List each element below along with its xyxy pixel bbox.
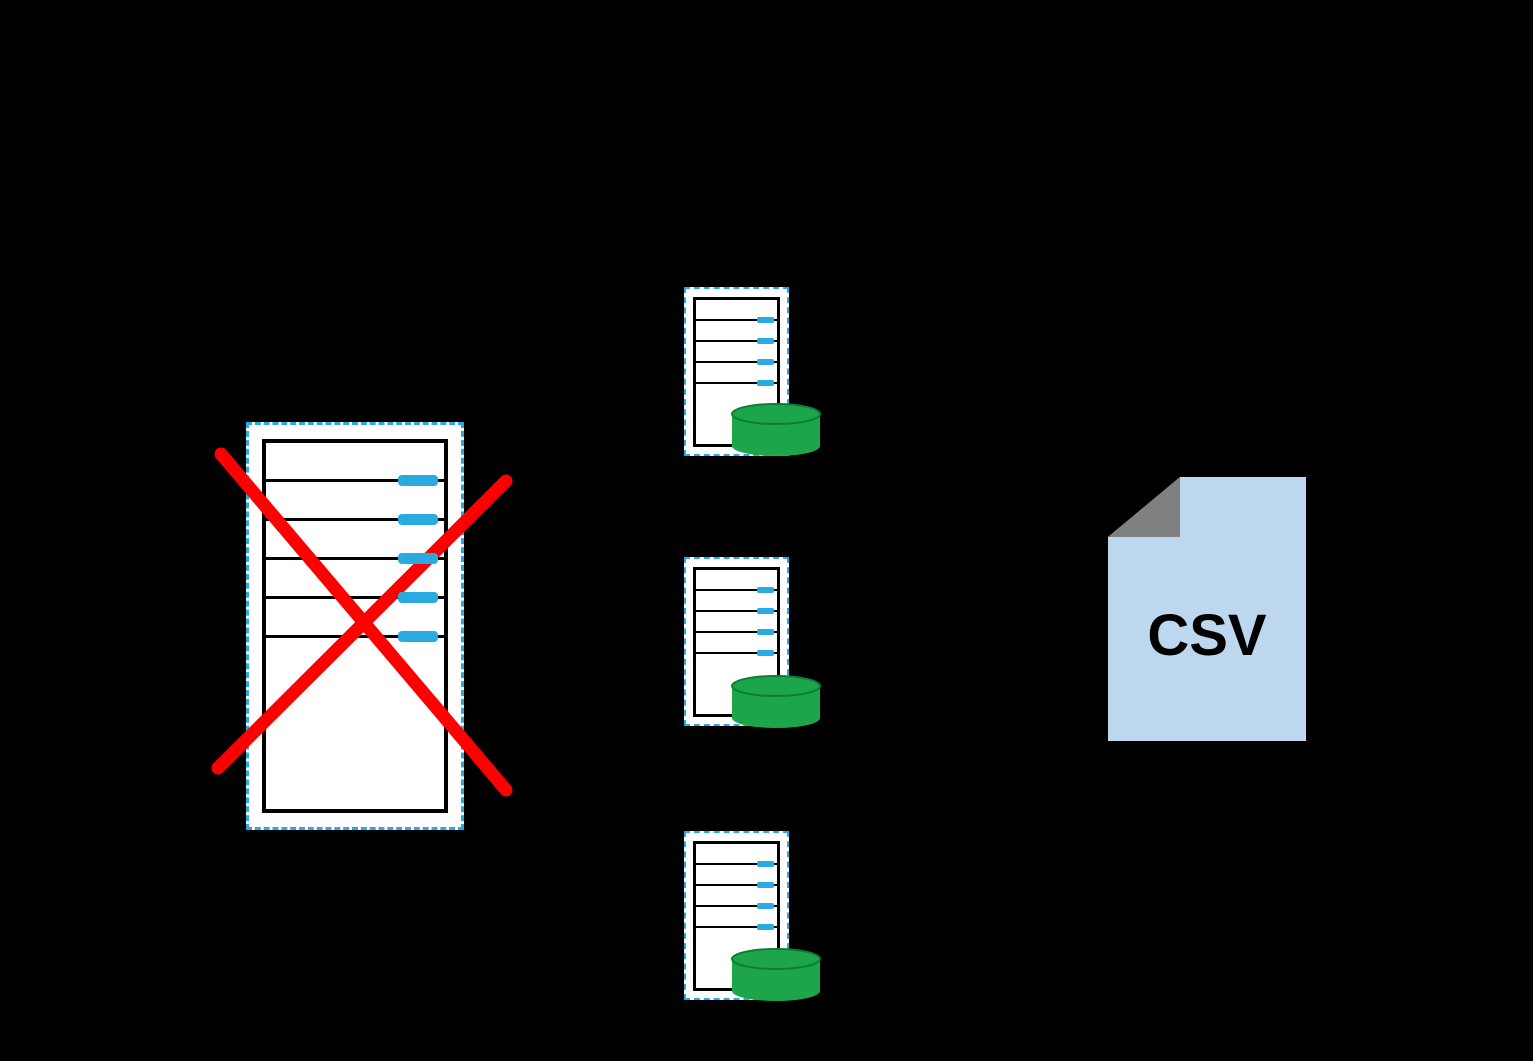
slot-connector <box>398 553 438 564</box>
server-chassis <box>262 439 448 813</box>
server-slot <box>696 321 777 344</box>
slot-connector <box>757 317 774 323</box>
server-slot <box>696 844 777 867</box>
server-slot <box>696 633 777 656</box>
slot-connector <box>398 592 438 603</box>
slot-connector <box>757 338 774 344</box>
file-fold <box>1108 477 1180 537</box>
server-slot <box>696 591 777 614</box>
server-slot <box>266 443 444 486</box>
slot-connector <box>757 608 774 614</box>
server-slot <box>266 521 444 564</box>
csv-file-icon: CSV <box>1108 477 1306 741</box>
database-icon <box>731 675 821 728</box>
server-slot <box>696 865 777 888</box>
server-slot <box>696 907 777 930</box>
server-slot <box>266 599 444 642</box>
csv-label: CSV <box>1147 603 1267 668</box>
slot-connector <box>398 514 438 525</box>
server-slot <box>266 482 444 525</box>
file-page <box>1108 477 1306 741</box>
server-slot <box>696 342 777 365</box>
server-slot <box>696 300 777 323</box>
slot-connector <box>757 903 774 909</box>
slot-connector <box>757 861 774 867</box>
slot-connector <box>757 629 774 635</box>
slot-connector <box>757 359 774 365</box>
server-slot <box>696 612 777 635</box>
slot-connector <box>757 924 774 930</box>
slot-connector <box>757 650 774 656</box>
slot-connector <box>398 475 438 486</box>
database-icon <box>731 948 821 1001</box>
server-slot <box>696 570 777 593</box>
slot-connector <box>757 587 774 593</box>
server-slot <box>696 363 777 386</box>
slot-connector <box>757 882 774 888</box>
slot-connector <box>757 380 774 386</box>
server-slot <box>266 560 444 603</box>
server-slot <box>696 886 777 909</box>
slot-connector <box>398 631 438 642</box>
failed-server-icon <box>246 422 464 830</box>
database-icon <box>731 403 821 456</box>
